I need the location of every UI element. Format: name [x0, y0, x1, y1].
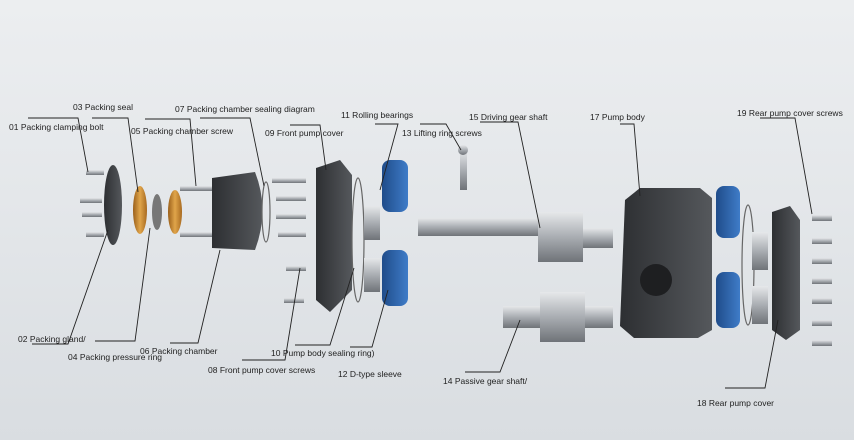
label-rear-pump-cover-screws: 19 Rear pump cover screws [737, 108, 843, 118]
label-pump-body: 17 Pump body [590, 112, 645, 122]
label-rolling-bearings: 11 Rolling bearings [341, 110, 414, 120]
packing-chamber [212, 172, 263, 250]
packing-clamping-bolts [80, 170, 104, 237]
label-pump-body-sealing-ring: 10 Pump body sealing ring) [271, 348, 375, 358]
label-lifting-ring-screws: 13 Lifting ring screws [402, 128, 482, 138]
label-packing-chamber-screw: 05 Packing chamber screw [131, 126, 234, 136]
packing-seal [133, 186, 147, 234]
packing-gland [104, 165, 122, 245]
front-pump-cover-screws [272, 178, 306, 303]
label-rear-pump-cover: 18 Rear pump cover [697, 398, 775, 408]
front-pump-cover [316, 160, 352, 312]
packing-pressure-ring [152, 194, 162, 230]
label-packing-pressure-ring: 04 Packing pressure ring [68, 352, 163, 362]
label-driving-gear-shaft: 15 Driving gear shaft [469, 112, 548, 122]
pump-body-sealing-ring-front [351, 177, 365, 303]
pump-body [620, 188, 712, 338]
rolling-bearing [382, 160, 408, 212]
label-packing-clamping-bolt: 01 Packing clamping bolt [9, 122, 104, 132]
packing-chamber-sealing [261, 181, 271, 243]
label-packing-gland: 02 Packing gland/ [18, 334, 86, 344]
leader-lines [28, 117, 813, 389]
rear-pump-cover-screws [812, 215, 832, 346]
packing-chamber-screws [180, 186, 216, 237]
label-packing-chamber-sealing: 07 Packing chamber sealing diagram [175, 104, 315, 114]
label-front-pump-cover-screws: 08 Front pump cover screws [208, 365, 316, 375]
label-packing-chamber: 06 Packing chamber [140, 346, 218, 356]
label-d-type-sleeve: 12 D-type sleeve [338, 369, 402, 379]
lifting-ring-screw [458, 145, 468, 190]
label-passive-gear-shaft: 14 Passive gear shaft/ [443, 376, 528, 386]
label-packing-seal: 03 Packing seal [73, 102, 134, 112]
label-front-pump-cover: 09 Front pump cover [265, 128, 344, 138]
driving-gear-shaft [418, 212, 613, 262]
d-type-sleeve [382, 250, 408, 306]
passive-gear-shaft [503, 292, 613, 342]
rear-pump-cover [772, 206, 800, 340]
